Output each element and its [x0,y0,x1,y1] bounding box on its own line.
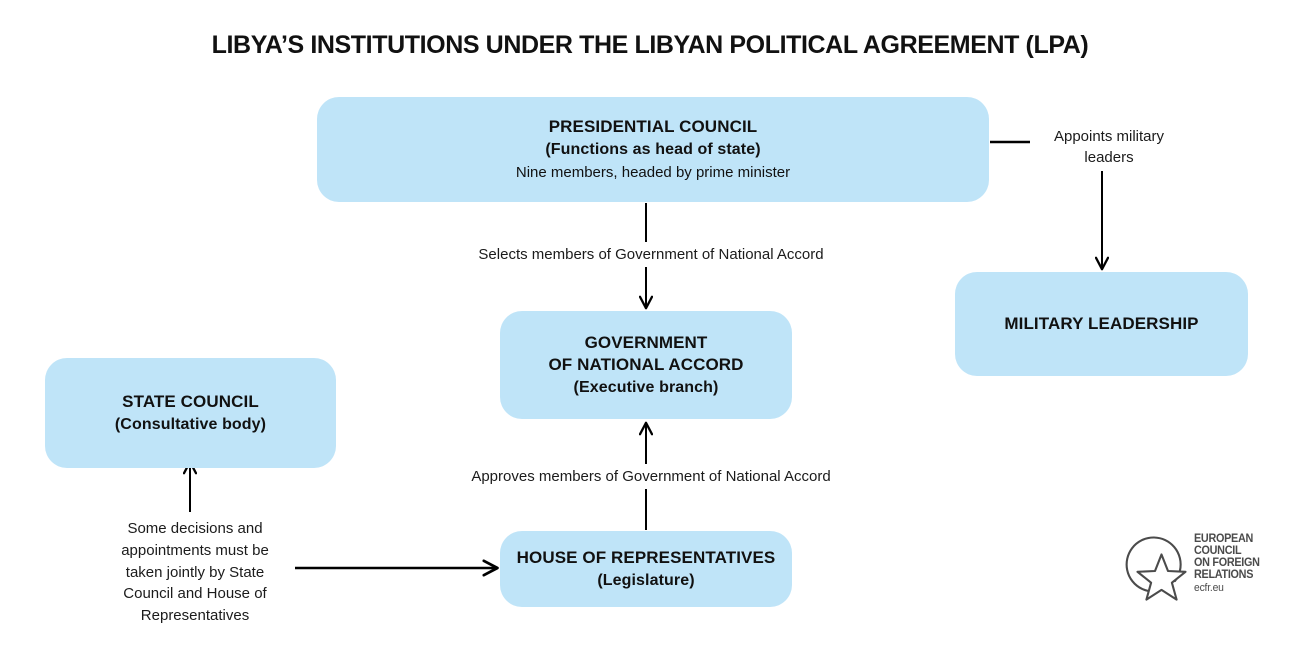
page-title: LIBYA’S INSTITUTIONS UNDER THE LIBYAN PO… [211,31,1089,59]
node-state-council[interactable]: STATE COUNCIL (Consultative body) [45,358,336,468]
node-house-of-representatives-subtitle: (Legislature) [597,571,695,589]
edge-label-appoints-military-leaders: Appoints military leaders [1030,124,1188,171]
edge-label-joint-decisions: Some decisions and appointments must be … [95,518,295,627]
node-state-council-subtitle: (Consultative body) [114,415,267,433]
edge-label-appoints-line1: Appoints military [1053,128,1165,145]
ecfr-wordmark-url: ecfr.eu [1194,581,1224,594]
node-government-of-national-accord[interactable]: GOVERNMENT OF NATIONAL ACCORD (Executive… [500,311,792,419]
edge-label-selects: Selects members of Government of Nationa… [455,242,847,268]
ecfr-wordmark-line3: ON FOREIGN [1194,557,1260,570]
ecfr-wordmark-line1: EUROPEAN [1194,532,1254,545]
edge-label-joint-line2: appointments must be [121,541,269,559]
node-presidential-council-subtitle: (Functions as head of state) [545,140,761,158]
ecfr-logo: EUROPEAN COUNCIL ON FOREIGN RELATIONS ec… [1119,516,1284,611]
edge-label-appoints-line2: leaders [1084,149,1134,167]
node-state-council-title: STATE COUNCIL [122,392,259,412]
node-house-of-representatives-title: HOUSE OF REPRESENTATIVES [516,548,776,568]
edge-label-joint-line4: Council and House of [123,585,267,603]
node-presidential-council-note: Nine members, headed by prime minister [515,163,791,181]
edge-label-joint-line3: taken jointly by State [125,563,265,581]
ecfr-wordmark-line4: RELATIONS [1194,569,1254,582]
node-presidential-council-title: PRESIDENTIAL COUNCIL [548,117,758,137]
node-military-leadership-title: MILITARY LEADERSHIP [1004,313,1199,333]
ecfr-wordmark: EUROPEAN COUNCIL ON FOREIGN RELATIONS ec… [1194,533,1264,594]
edge-label-joint-line5: Representatives [140,607,250,624]
node-gna-title-line2: OF NATIONAL ACCORD [548,355,744,375]
node-military-leadership[interactable]: MILITARY LEADERSHIP [955,272,1248,376]
node-gna-title-line1: GOVERNMENT [584,333,708,352]
ecfr-wordmark-line2: COUNCIL [1194,544,1242,557]
edge-label-joint-line1: Some decisions and [127,520,263,537]
edge-label-approves: Approves members of Government of Nation… [450,464,852,490]
node-gna-subtitle: (Executive branch) [573,378,719,396]
node-house-of-representatives[interactable]: HOUSE OF REPRESENTATIVES (Legislature) [500,531,792,607]
ecfr-circle-star-icon [1125,535,1187,601]
node-presidential-council[interactable]: PRESIDENTIAL COUNCIL (Functions as head … [317,97,989,202]
